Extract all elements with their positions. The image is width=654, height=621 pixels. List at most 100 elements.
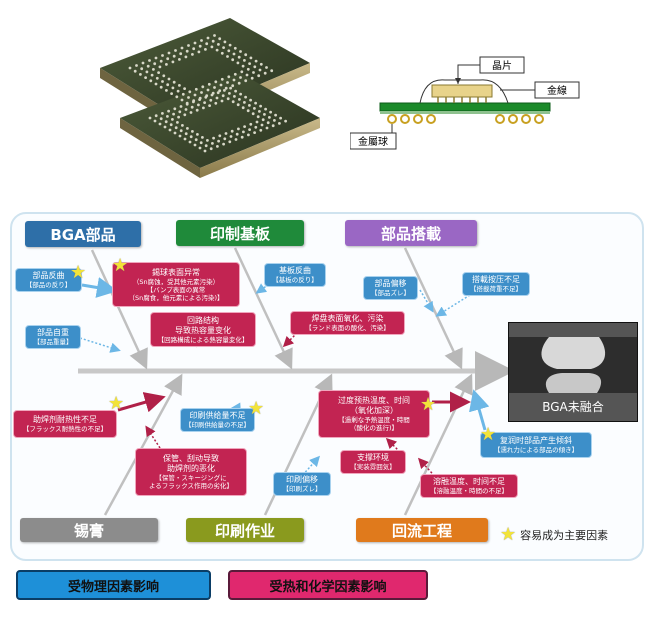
cause-circuit-heat-capacity: 回路结构导致热容量变化【回路構成による熱容量変化】 bbox=[150, 312, 256, 347]
solder-ball-dot bbox=[232, 78, 236, 82]
solder-ball-dot bbox=[223, 137, 227, 141]
solder-ball-dot bbox=[257, 74, 261, 78]
solder-ball-dot bbox=[227, 49, 231, 53]
solder-ball-dot bbox=[162, 74, 166, 78]
solder-ball-dot bbox=[194, 138, 198, 142]
bga-package-photo bbox=[100, 18, 320, 178]
solder-ball-dot bbox=[175, 95, 179, 99]
solder-ball-dot bbox=[240, 135, 244, 139]
solder-ball-dot bbox=[206, 88, 210, 92]
solder-ball-dot bbox=[241, 64, 245, 68]
category-mounting: 部品搭載 bbox=[345, 220, 477, 246]
star-icon: ★ bbox=[500, 524, 517, 545]
solder-ball-dot bbox=[228, 92, 231, 95]
solder-ball-dot bbox=[191, 130, 194, 133]
star-legend: ★ 容易成为主要因素 bbox=[500, 524, 608, 545]
solder-ball-dot bbox=[150, 73, 154, 77]
solder-ball-dot bbox=[178, 84, 181, 87]
solder-ball-dot bbox=[173, 107, 177, 111]
star-icon: ★ bbox=[108, 393, 125, 414]
solder-ball-dot bbox=[236, 61, 240, 65]
solder-ball-dot bbox=[166, 57, 170, 61]
solder-ball-dot bbox=[201, 136, 204, 139]
solder-ball-dot bbox=[128, 66, 132, 70]
solder-ball-dot bbox=[171, 118, 174, 121]
solder-ball-dot bbox=[144, 76, 147, 79]
solder-ball-dot bbox=[230, 129, 234, 133]
solder-ball-dot bbox=[253, 107, 256, 110]
cause-board-warp: 基板反曲【基板の反り】 bbox=[264, 263, 326, 287]
solder-ball-dot bbox=[222, 142, 226, 146]
solder-ball-dot bbox=[149, 79, 153, 83]
solder-ball-dot bbox=[241, 106, 245, 110]
solder-ball-dot bbox=[229, 86, 233, 90]
solder-ball-dot bbox=[167, 77, 171, 81]
solder-ball-dot bbox=[207, 82, 211, 86]
solder-ball-dot bbox=[185, 102, 189, 106]
solder-ball-dot bbox=[246, 67, 250, 71]
solder-ball-dot bbox=[218, 37, 222, 41]
solder-ball-dot bbox=[265, 66, 268, 69]
solder-ball-dot bbox=[181, 124, 184, 127]
cause-mount-atmosphere: 支撑环境【実装雰囲気】 bbox=[340, 450, 406, 474]
cause-insufficient-print-volume: 印刷供给量不足【印刷供給量の不足】 bbox=[180, 408, 255, 432]
solder-ball-dot bbox=[233, 95, 236, 98]
solder-ball-dot bbox=[215, 96, 219, 100]
solder-ball-dot bbox=[237, 55, 241, 59]
solder-ball-dot bbox=[231, 58, 235, 62]
solder-ball-dot bbox=[214, 101, 218, 105]
solder-ball-dot bbox=[141, 61, 145, 65]
solder-ball-dot bbox=[198, 146, 202, 150]
solder-ball-dot bbox=[139, 73, 142, 76]
solder-ball-dot bbox=[228, 140, 232, 144]
solder-ball-dot bbox=[187, 44, 190, 47]
solder-ball-dot bbox=[154, 56, 158, 60]
solder-ball-dot bbox=[264, 107, 267, 111]
star-icon: ★ bbox=[112, 255, 129, 276]
solder-ball-dot bbox=[155, 76, 159, 80]
solder-ball-dot bbox=[244, 53, 248, 57]
solder-ball-dot bbox=[216, 145, 219, 148]
cause-print-shift: 印刷偏移【印刷ズレ】 bbox=[273, 472, 331, 496]
solder-ball-dot bbox=[146, 64, 150, 68]
solder-ball-dot bbox=[179, 129, 183, 133]
solder-ball-dot bbox=[145, 70, 149, 74]
cause-ball-surface-abnormal: 錫球表面异常（Sn腐蚀，受其他元素污染）【バンプ表面の異常（Sn腐食，他元素によ… bbox=[112, 262, 240, 307]
category-printing: 印刷作业 bbox=[186, 518, 304, 542]
category-bga-parts: BGA部品 bbox=[25, 221, 141, 247]
solder-ball-dot bbox=[223, 40, 227, 44]
solder-ball-dot bbox=[248, 62, 252, 65]
solder-ball-dot bbox=[227, 75, 231, 79]
solder-ball-dot bbox=[172, 80, 176, 84]
solder-ball-dot bbox=[166, 83, 170, 87]
solder-ball-dot bbox=[204, 95, 208, 99]
solder-ball-dot bbox=[248, 104, 251, 107]
solder-ball-dot bbox=[173, 131, 177, 135]
solder-ball-dot bbox=[220, 77, 224, 81]
solder-ball-dot bbox=[239, 76, 242, 79]
solder-ball-dot bbox=[192, 47, 196, 51]
solder-ball-dot bbox=[273, 119, 276, 122]
effect-label: BGA未融合 bbox=[542, 400, 604, 414]
solder-ball-dot bbox=[237, 81, 241, 85]
solder-ball-dot bbox=[161, 54, 164, 57]
solder-ball-dot bbox=[170, 92, 173, 95]
solder-ball-dot bbox=[212, 136, 216, 140]
solder-ball-dot bbox=[220, 51, 224, 55]
solder-ball-dot bbox=[249, 98, 253, 102]
solder-ball-dot bbox=[197, 103, 200, 107]
solder-ball-dot bbox=[184, 108, 188, 111]
solder-ball-dot bbox=[220, 99, 224, 103]
solder-ball-dot bbox=[243, 125, 247, 128]
label-chip: 晶片 bbox=[492, 59, 512, 72]
solder-ball-dot bbox=[284, 119, 287, 123]
solder-ball-dot bbox=[176, 89, 180, 93]
solder-ball-dot bbox=[190, 105, 194, 109]
solder-joint-icon bbox=[509, 323, 637, 421]
solder-ball-dot bbox=[239, 50, 242, 53]
solder-ball-dot bbox=[180, 98, 184, 102]
solder-ball-dot bbox=[196, 133, 199, 136]
solder-ball-dot bbox=[183, 137, 187, 141]
solder-ball-dot bbox=[200, 39, 203, 42]
solder-ball-dot bbox=[259, 128, 263, 132]
